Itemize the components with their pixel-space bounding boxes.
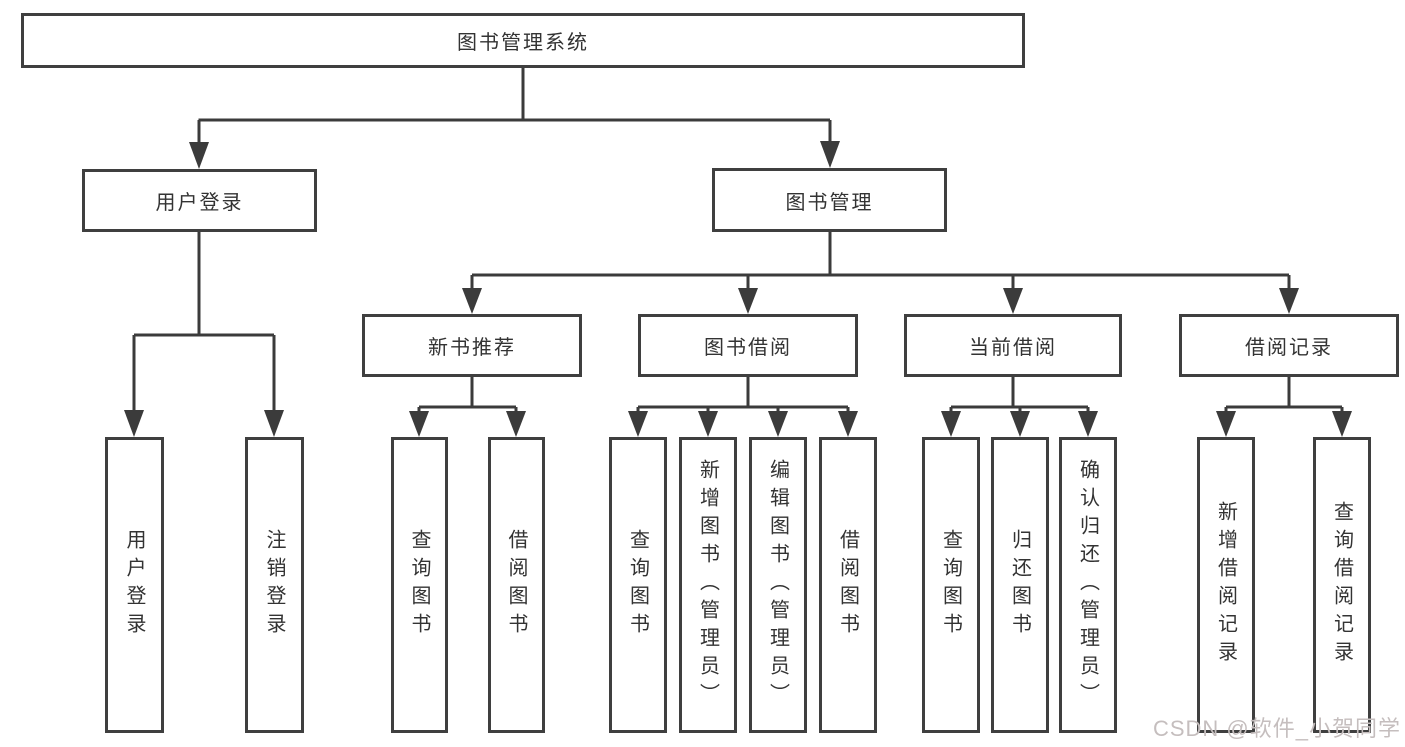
node-label: 确认归还（管理员）: [1076, 459, 1099, 711]
arrowhead-icon: [189, 142, 209, 169]
node-label: 借阅记录: [1245, 337, 1333, 359]
arrowhead-icon: [1003, 288, 1023, 314]
node-current-borrowing: 当前借阅: [904, 314, 1122, 377]
arrowhead-icon: [838, 411, 858, 437]
leaf-records-add-record: 新增借阅记录: [1197, 437, 1255, 733]
csdn-watermark: CSDN @软件_小贺同学: [1152, 716, 1401, 741]
node-label: 图书管理系统: [457, 32, 589, 54]
leaf-current-confirm-return-admin: 确认归还（管理员）: [1059, 437, 1117, 733]
leaf-borrow-query-books: 查询图书: [609, 437, 667, 733]
leaf-logout: 注销登录: [245, 437, 304, 733]
node-user-login-branch: 用户登录: [82, 169, 317, 232]
node-label: 借阅图书: [505, 529, 527, 641]
arrowhead-icon: [1279, 288, 1299, 314]
node-book-borrowing: 图书借阅: [638, 314, 858, 377]
arrowhead-icon: [1216, 411, 1236, 437]
leaf-borrow-edit-books-admin: 编辑图书（管理员）: [749, 437, 807, 733]
node-label: 查询图书: [408, 529, 430, 641]
leaf-borrow-borrow-books: 借阅图书: [819, 437, 877, 733]
node-label: 新书推荐: [428, 337, 516, 359]
node-label: 新增图书（管理员）: [696, 459, 719, 711]
arrowhead-icon: [628, 411, 648, 437]
node-root-system: 图书管理系统: [21, 13, 1025, 68]
node-label: 注销登录: [263, 529, 285, 641]
arrowhead-icon: [1010, 411, 1030, 437]
arrowhead-icon: [409, 411, 429, 437]
leaf-newbook-query-books: 查询图书: [391, 437, 448, 733]
node-label: 图书管理: [785, 191, 874, 214]
node-label: 新增借阅记录: [1214, 501, 1237, 669]
arrowhead-icon: [820, 141, 840, 168]
arrowhead-icon: [264, 410, 284, 437]
node-label: 编辑图书（管理员）: [766, 459, 789, 711]
leaf-current-return-books: 归还图书: [991, 437, 1049, 733]
leaf-current-query-books: 查询图书: [922, 437, 980, 733]
node-new-book-recommend: 新书推荐: [362, 314, 582, 377]
arrowhead-icon: [506, 411, 526, 437]
node-label: 用户登录: [155, 192, 244, 214]
arrowhead-icon: [941, 411, 961, 437]
node-borrowing-records: 借阅记录: [1179, 314, 1399, 377]
node-label: 当前借阅: [969, 337, 1057, 359]
node-label: 用户登录: [123, 529, 145, 641]
leaf-borrow-add-books-admin: 新增图书（管理员）: [679, 437, 737, 733]
node-label: 查询借阅记录: [1330, 501, 1353, 669]
node-label: 借阅图书: [836, 529, 859, 641]
arrowhead-icon: [738, 288, 758, 314]
arrowhead-icon: [1078, 411, 1098, 437]
arrowhead-icon: [462, 288, 482, 314]
arrowhead-icon: [1332, 411, 1352, 437]
arrowheads: [124, 141, 1352, 437]
leaf-user-login: 用户登录: [105, 437, 164, 733]
arrowhead-icon: [698, 411, 718, 437]
node-label: 查询图书: [939, 529, 962, 641]
arrowhead-icon: [768, 411, 788, 437]
node-label: 归还图书: [1008, 529, 1031, 641]
leaf-records-query-record: 查询借阅记录: [1313, 437, 1371, 733]
node-label: 图书借阅: [704, 337, 792, 359]
node-book-management-branch: 图书管理: [712, 168, 947, 232]
node-label: 查询图书: [626, 529, 649, 641]
arrowhead-icon: [124, 410, 144, 437]
leaf-newbook-borrow-books: 借阅图书: [488, 437, 545, 733]
